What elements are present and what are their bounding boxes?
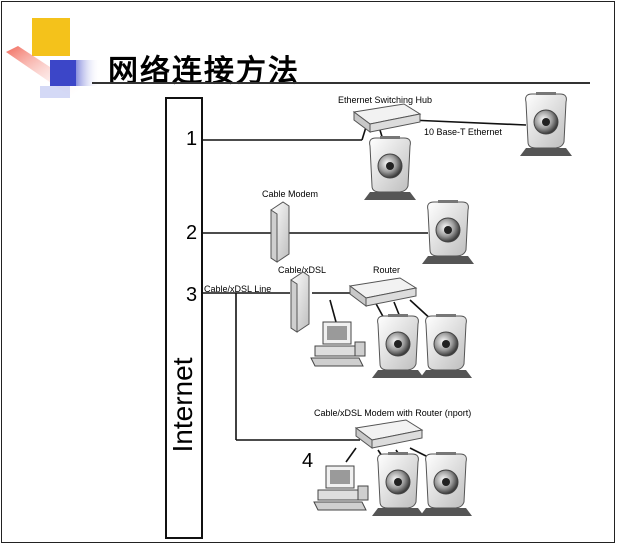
cable-modem-label: Cable Modem <box>262 189 319 199</box>
connection-number-4: 4 <box>302 450 314 472</box>
camera-icon <box>519 91 573 157</box>
camera-icon <box>419 313 473 379</box>
camera-icon <box>371 451 425 517</box>
modem-icon <box>270 201 290 263</box>
camera-icon <box>421 199 475 265</box>
connection-number-1: 1 <box>186 128 198 150</box>
modem-with-router-label: Cable/xDSL Modem with Router (nport) <box>314 408 472 418</box>
connection-number-3: 3 <box>186 284 198 306</box>
title-divider <box>92 82 590 84</box>
hub-icon <box>353 103 421 133</box>
computer-icon <box>310 321 366 367</box>
router-label: Router <box>373 265 401 275</box>
connection-number-2: 2 <box>186 222 198 244</box>
ethernet-hub-label: Ethernet Switching Hub <box>338 95 433 105</box>
router-icon <box>355 419 423 449</box>
base-t-label: 10 Base-T Ethernet <box>424 127 502 137</box>
cable-xdsl-label: Cable/xDSL <box>278 265 327 275</box>
computer-icon <box>313 465 369 511</box>
cable-xdsl-line-label: Cable/xDSL Line <box>204 284 272 294</box>
internet-column <box>165 97 203 539</box>
camera-icon <box>419 451 473 517</box>
router-icon <box>349 277 417 307</box>
modem-icon <box>290 271 310 333</box>
camera-icon <box>371 313 425 379</box>
camera-icon <box>363 135 417 201</box>
